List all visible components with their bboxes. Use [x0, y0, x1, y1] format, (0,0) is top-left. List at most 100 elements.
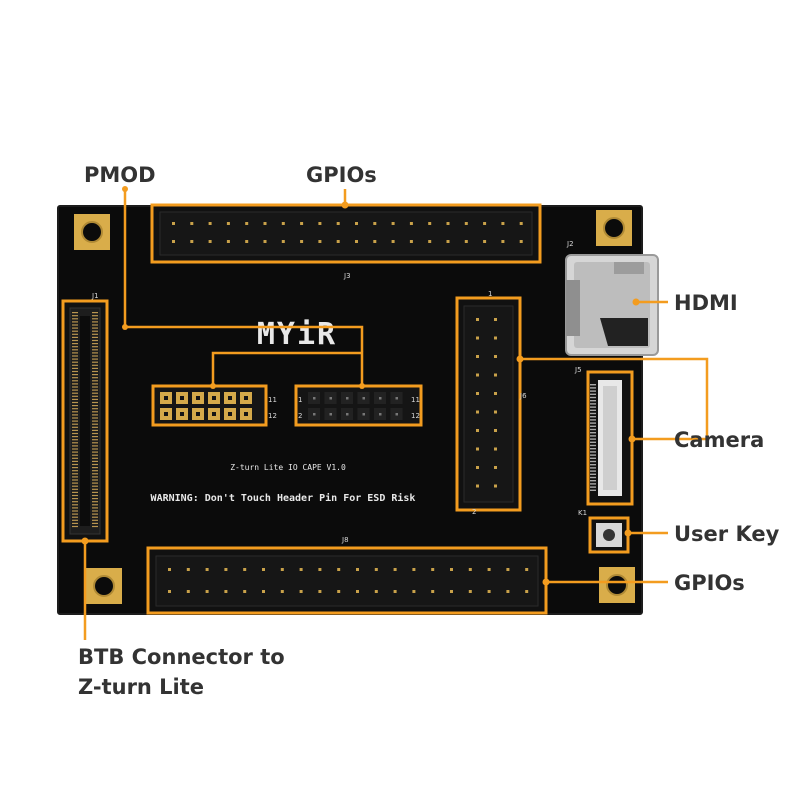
header-pin: [494, 447, 497, 451]
btb-contact: [72, 364, 78, 366]
header-pin: [476, 392, 479, 395]
btb-contact: [72, 485, 78, 487]
header-pin: [409, 222, 413, 225]
pmod-pin: [346, 397, 349, 400]
btb-contact: [92, 361, 98, 363]
btb-contact: [92, 352, 98, 354]
btb-contact: [92, 423, 98, 425]
btb-contact: [72, 383, 78, 385]
fpc-contact: [590, 438, 596, 440]
btb-contact: [92, 330, 98, 332]
header-pin: [263, 240, 267, 243]
header-pin: [468, 568, 472, 571]
header-pin: [476, 484, 479, 488]
board-name: Z-turn Lite IO CAPE V1.0: [230, 463, 346, 472]
header-pin: [245, 222, 249, 225]
header-pin: [262, 590, 265, 593]
btb-contact: [92, 463, 98, 466]
btb-contact: [72, 429, 78, 431]
hdmi-connector: [565, 254, 659, 356]
fpc-contact: [590, 412, 596, 415]
pmod-pin: [379, 397, 382, 400]
header-pin: [391, 240, 395, 243]
pmod-header-right: [294, 384, 423, 427]
btb-contact: [72, 336, 78, 338]
header-pin: [300, 240, 304, 243]
fpc-contact: [590, 441, 596, 443]
btb-contact: [72, 352, 78, 354]
pmod-pin: [395, 397, 398, 400]
pmod-pin: [313, 397, 316, 400]
header-pin: [446, 222, 450, 225]
header-pin: [336, 240, 340, 243]
pmod-left-pins: [160, 392, 252, 420]
pmod-pin: [346, 413, 349, 416]
header-pin: [391, 222, 395, 225]
btb-contact: [72, 355, 78, 357]
btb-contact: [92, 367, 98, 369]
header-pin: [393, 590, 397, 593]
header-pin: [172, 222, 175, 225]
fpc-contact: [590, 400, 596, 402]
btb-contact: [92, 476, 98, 478]
j6-pin-1-label: 1: [488, 290, 492, 298]
header-pin: [190, 240, 194, 243]
leader-dots: [81, 186, 640, 586]
fpc-contact: [590, 464, 596, 466]
btb-contact: [72, 479, 78, 481]
btb-contact: [72, 367, 78, 369]
btb-contact: [72, 411, 78, 413]
btb-contact: [92, 498, 98, 500]
ref-j5: J5: [574, 366, 582, 374]
btb-contact: [92, 457, 98, 459]
pmod-left-pin-11: 11: [268, 396, 277, 404]
btb-contact: [92, 333, 98, 335]
pmod-pad-hole: [228, 412, 232, 416]
header-pin: [299, 590, 303, 593]
header-pin: [172, 240, 175, 243]
header-pin: [374, 590, 378, 593]
btb-contact: [72, 436, 78, 438]
btb-contact: [92, 442, 98, 444]
header-pin: [487, 590, 491, 593]
btb-contact: [92, 473, 98, 475]
btb-contact: [92, 439, 98, 441]
header-pin: [208, 240, 212, 243]
pmod-right-pin-1: 1: [298, 396, 302, 404]
btb-contact: [92, 504, 98, 506]
label-pmod: PMOD: [84, 163, 156, 187]
header-pin: [318, 222, 322, 225]
btb-contact: [92, 417, 98, 419]
ref-j1: J1: [91, 292, 99, 300]
fpc-contact: [590, 409, 596, 411]
btb-contact: [72, 501, 78, 503]
pmod-pad-hole: [196, 396, 200, 400]
pmod-pin: [379, 413, 382, 416]
pmod-pin: [362, 413, 365, 416]
pmod-pad-hole: [244, 412, 248, 416]
header-pin: [281, 222, 285, 225]
btb-contact: [72, 442, 78, 444]
fpc-contact: [590, 473, 596, 475]
fpc-contact: [590, 393, 596, 395]
btb-contact: [72, 401, 78, 404]
fpc-contact: [590, 460, 596, 463]
btb-contact: [72, 423, 78, 425]
header-pin: [487, 568, 491, 571]
fpc-contacts: [590, 384, 596, 491]
header-pin: [519, 222, 523, 225]
gpio-header-top: [150, 203, 542, 264]
btb-contact: [92, 411, 98, 413]
pmod-right-pin-12: 12: [411, 412, 420, 420]
header-pin: [506, 568, 510, 571]
header-pin: [431, 590, 435, 593]
btb-contact: [92, 432, 98, 435]
btb-contact: [92, 377, 98, 379]
btb-contact: [72, 473, 78, 475]
btb-contact: [92, 479, 98, 481]
header-pin: [318, 590, 322, 593]
fpc-contact: [590, 432, 596, 434]
header-pin: [476, 466, 479, 469]
btb-contact: [92, 470, 98, 472]
btb-connector-contacts: [72, 312, 98, 528]
